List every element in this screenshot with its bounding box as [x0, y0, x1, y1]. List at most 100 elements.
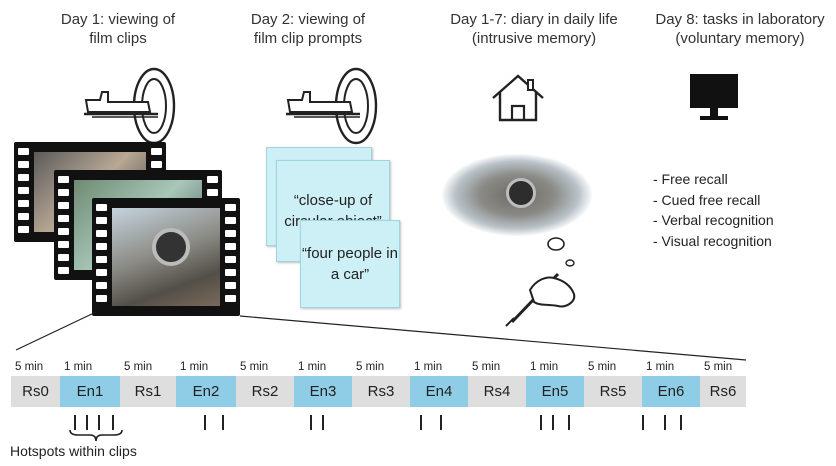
- film-perforation: [96, 230, 107, 237]
- prompt-four-people-text: “four people in a car”: [302, 245, 398, 283]
- film-perforation: [18, 148, 29, 155]
- hotspot-tick: [440, 415, 442, 430]
- film-perforation: [96, 269, 107, 276]
- hotspot-tick: [642, 415, 644, 430]
- hotspot-tick: [222, 415, 224, 430]
- film-perforation: [96, 243, 107, 250]
- timeline-segment-rs6: Rs6: [700, 376, 746, 407]
- hotspot-tick: [86, 415, 88, 430]
- hotspot-tick: [204, 415, 206, 430]
- hotspot-tick: [98, 415, 100, 430]
- header-day2-line1: Day 2: viewing of: [250, 11, 366, 28]
- hotspot-tick: [568, 415, 570, 430]
- timeline-segment-rs4: Rs4: [468, 376, 526, 407]
- header-day8-line2: (voluntary memory): [675, 30, 805, 47]
- film-perforation: [225, 204, 236, 211]
- task-visual-recognition: - Visual recognition: [653, 232, 772, 249]
- header-day2-line2: film clip prompts: [253, 30, 363, 47]
- film-perforation: [58, 189, 69, 196]
- hotspot-brace: [69, 429, 123, 442]
- timeline-segment-rs3: Rs3: [352, 376, 410, 407]
- duration-label: 5 min: [588, 361, 617, 373]
- header-day2: Day 2: viewing of film clip prompts: [228, 10, 388, 48]
- film-perforation: [58, 241, 69, 248]
- film-perforation: [96, 217, 107, 224]
- hotspot-tick: [420, 415, 422, 430]
- header-day1-7: Day 1-7: diary in daily life (intrusive …: [420, 10, 648, 48]
- duration-label: 5 min: [472, 361, 501, 373]
- timeline-segment-en3: En3: [294, 376, 352, 407]
- hotspot-tick: [112, 415, 114, 430]
- prompt-card-four-people: “four people in a car”: [300, 220, 400, 308]
- film-perforation: [18, 226, 29, 233]
- task-cued-free-recall: - Cued free recall: [653, 191, 761, 208]
- timeline-segment-en2: En2: [176, 376, 236, 407]
- film-perforation: [96, 204, 107, 211]
- header-day1-7-line2: (intrusive memory): [471, 30, 597, 47]
- duration-label: 5 min: [15, 361, 44, 373]
- duration-label: 1 min: [64, 361, 93, 373]
- intrusive-memory-image: [442, 154, 592, 236]
- house-icon: [492, 74, 544, 122]
- duration-label: 5 min: [124, 361, 153, 373]
- header-day1-line1: Day 1: viewing of: [60, 11, 176, 28]
- hotspot-tick: [680, 415, 682, 430]
- film-perforation: [225, 217, 236, 224]
- hotspot-tick: [310, 415, 312, 430]
- task-free-recall: - Free recall: [653, 171, 728, 187]
- film-perforation: [58, 202, 69, 209]
- hotspot-tick: [540, 415, 542, 430]
- header-day1: Day 1: viewing of film clips: [18, 10, 218, 48]
- film-perforation: [225, 230, 236, 237]
- film-perforation: [58, 267, 69, 274]
- mri-scanner-icon: [84, 67, 176, 145]
- timeline-segment-en4: En4: [410, 376, 468, 407]
- hotspot-tick: [552, 415, 554, 430]
- film-perforation: [151, 148, 162, 155]
- header-day1-line2: film clips: [89, 30, 147, 47]
- task-verbal-recognition: - Verbal recognition: [653, 212, 774, 228]
- hotspot-tick: [664, 415, 666, 430]
- film-perforation: [96, 282, 107, 289]
- header-day8-line1: Day 8: tasks in laboratory: [655, 11, 825, 28]
- timeline-segment-en5: En5: [526, 376, 584, 407]
- header-day1-7-line1: Day 1-7: diary in daily life: [450, 11, 618, 28]
- film-perforation: [151, 161, 162, 168]
- film-perforation: [18, 161, 29, 168]
- duration-label: 1 min: [298, 361, 327, 373]
- hotspot-caption: Hotspots within clips: [10, 443, 137, 459]
- timeline-segment-rs2: Rs2: [236, 376, 294, 407]
- film-perforation: [207, 189, 218, 196]
- duration-label: 1 min: [180, 361, 209, 373]
- duration-label: 5 min: [240, 361, 269, 373]
- hotspot-tick: [74, 415, 76, 430]
- film-perforation: [18, 200, 29, 207]
- film-perforation: [225, 256, 236, 263]
- header-day8: Day 8: tasks in laboratory (voluntary me…: [645, 10, 835, 48]
- laboratory-task-list: - Free recall - Cued free recall - Verba…: [653, 169, 774, 251]
- film-perforation: [207, 176, 218, 183]
- monitor-icon: [690, 74, 738, 120]
- film-perforation: [225, 282, 236, 289]
- film-perforation: [18, 213, 29, 220]
- duration-label: 5 min: [704, 361, 733, 373]
- timeline-segment-en1: En1: [60, 376, 120, 407]
- film-perforation: [225, 295, 236, 302]
- duration-label: 1 min: [414, 361, 443, 373]
- film-perforation: [96, 295, 107, 302]
- mri-scanner-icon: [286, 67, 378, 145]
- film-perforation: [96, 256, 107, 263]
- writing-hand-icon: [505, 237, 576, 327]
- duration-label: 1 min: [646, 361, 675, 373]
- film-strip-front: [92, 198, 240, 316]
- duration-label: 5 min: [356, 361, 385, 373]
- timeline-segment-en6: En6: [642, 376, 700, 407]
- film-perforation: [18, 174, 29, 181]
- film-perforation: [225, 243, 236, 250]
- duration-label: 1 min: [530, 361, 559, 373]
- film-perforation: [58, 215, 69, 222]
- timeline-segment-rs1: Rs1: [120, 376, 176, 407]
- timeline-segment-rs0: Rs0: [11, 376, 60, 407]
- timeline-segment-rs5: Rs5: [584, 376, 642, 407]
